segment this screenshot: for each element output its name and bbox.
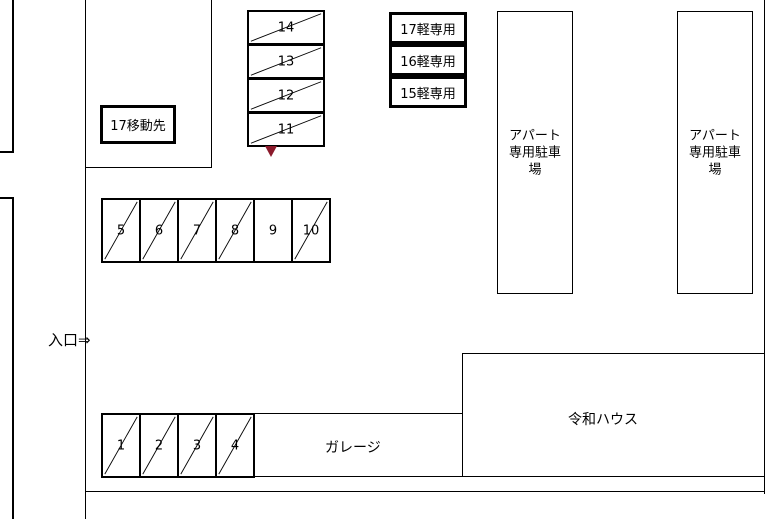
occupied-slash-icon	[250, 13, 322, 42]
stall-8[interactable]: 8	[215, 198, 255, 263]
move-destination-label: 17移動先	[110, 119, 166, 134]
stall-13[interactable]: 13	[247, 44, 325, 79]
move-arrow-icon	[265, 146, 277, 157]
stall-10[interactable]: 10	[291, 198, 331, 263]
stall-number: 1	[116, 438, 126, 453]
kei-stall-15[interactable]: 15軽専用	[389, 76, 467, 108]
house-block	[462, 353, 765, 477]
boundary-line-left-upper-cap	[0, 151, 14, 153]
stall-1[interactable]: 1	[101, 413, 141, 478]
occupied-slash-icon	[250, 115, 322, 144]
kei-stall-label: 16軽専用	[400, 54, 456, 70]
garage-label: ガレージ	[325, 440, 381, 456]
stall-12[interactable]: 12	[247, 78, 325, 113]
stall-9[interactable]: 9	[253, 198, 293, 263]
stall-2[interactable]: 2	[139, 413, 179, 478]
stall-number: 6	[154, 223, 164, 238]
move-destination-box: 17移動先	[100, 105, 176, 144]
stall-11[interactable]: 11	[247, 112, 325, 147]
stall-number: 13	[277, 54, 295, 69]
boundary-line-left-lower-cap	[0, 197, 14, 199]
stall-number: 10	[302, 223, 320, 238]
entrance-label: 入口⇒	[48, 331, 91, 349]
stall-number: 14	[277, 20, 295, 35]
stall-14[interactable]: 14	[247, 10, 325, 45]
stall-4[interactable]: 4	[215, 413, 255, 478]
stall-number: 12	[277, 88, 295, 103]
kei-stall-label: 15軽専用	[400, 86, 456, 102]
stall-3[interactable]: 3	[177, 413, 217, 478]
occupied-slash-icon	[294, 201, 328, 260]
occupied-slash-icon	[218, 416, 252, 475]
apartment-label-line-3: 場	[708, 162, 722, 177]
occupied-slash-icon	[250, 47, 322, 76]
apartment-label-line-2: 専用駐車	[508, 145, 561, 160]
stall-number: 11	[277, 122, 295, 137]
stall-7[interactable]: 7	[177, 198, 217, 263]
apartment-label-line-1: アパート	[509, 128, 561, 143]
road-line-main-vertical	[85, 0, 86, 519]
road-line-right-vertical	[764, 0, 765, 494]
occupied-slash-icon	[250, 81, 322, 110]
occupied-slash-icon	[180, 416, 214, 475]
boundary-line-left-upper	[12, 0, 14, 153]
stall-5[interactable]: 5	[101, 198, 141, 263]
occupied-slash-icon	[218, 201, 252, 260]
house-label: 令和ハウス	[568, 412, 638, 428]
apartment-parking-block-1: アパート 専用駐車 場	[497, 11, 573, 294]
kei-stall-label: 17軽専用	[400, 22, 456, 38]
occupied-slash-icon	[104, 201, 138, 260]
occupied-slash-icon	[142, 201, 176, 260]
apartment-label-line-1: アパート	[689, 128, 741, 143]
stall-number: 8	[230, 223, 240, 238]
stall-number: 3	[192, 438, 202, 453]
boundary-line-left-lower	[12, 197, 14, 519]
occupied-slash-icon	[104, 416, 138, 475]
apartment-parking-block-2: アパート 専用駐車 場	[677, 11, 753, 294]
upper-left-enclosure	[85, 0, 212, 168]
stall-number: 5	[116, 223, 126, 238]
road-line-bottom-horizontal	[85, 491, 765, 492]
stall-number: 2	[154, 438, 164, 453]
stall-number: 9	[268, 223, 278, 238]
kei-stall-17[interactable]: 17軽専用	[389, 12, 467, 44]
apartment-label-line-2: 専用駐車	[688, 145, 741, 160]
stall-6[interactable]: 6	[139, 198, 179, 263]
apartment-label-line-3: 場	[528, 162, 542, 177]
stall-number: 4	[230, 438, 240, 453]
kei-stall-16[interactable]: 16軽専用	[389, 44, 467, 76]
occupied-slash-icon	[180, 201, 214, 260]
stall-number: 7	[192, 223, 202, 238]
occupied-slash-icon	[142, 416, 176, 475]
